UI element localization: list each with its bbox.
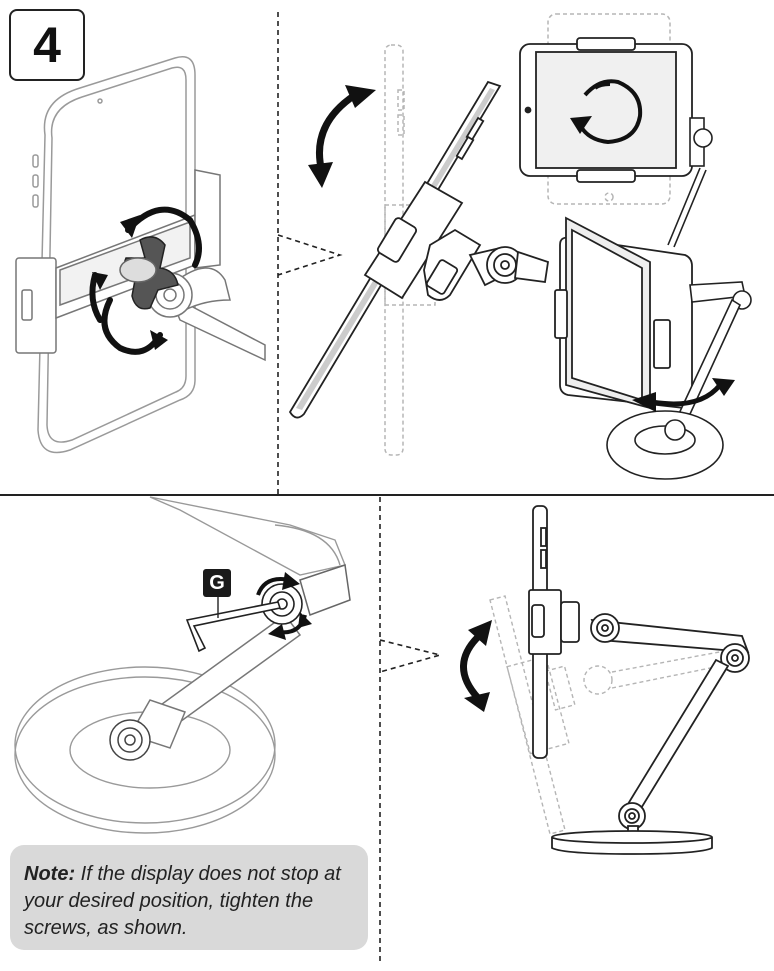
panel2-arm — [468, 246, 550, 287]
panel1-clamp — [15, 169, 221, 354]
callout-g-badge: G — [203, 569, 231, 597]
panel3-arrowhead-1 — [282, 572, 300, 590]
panel3-arrowhead-2 — [268, 624, 286, 640]
panel2-landscape-arm — [667, 117, 713, 248]
panel3-bottom-joint — [109, 719, 151, 761]
panel2-landscape-rotate-arrowhead — [570, 116, 592, 134]
panel2-clamp — [363, 180, 482, 301]
panel2-swivel-arrowhead-left — [632, 392, 656, 412]
panel1-knob — [119, 236, 179, 310]
panel2-swivel-arrow — [651, 383, 722, 407]
panel4-arrowhead-top — [468, 620, 492, 646]
panel4-base — [551, 830, 713, 855]
panel4-tilt-arrow — [460, 631, 484, 702]
panel3-base — [14, 666, 276, 834]
callout-g-label: G — [209, 571, 225, 594]
panel3-upper-arm — [149, 496, 346, 576]
zoom-line-bottom — [379, 639, 444, 673]
panel2-tilt-arrowhead-top — [345, 85, 376, 108]
panel2-landscape-rotate-arrow — [578, 79, 643, 145]
panel1-rotate-arrows — [89, 206, 202, 355]
panel2-stand-arm — [606, 281, 752, 480]
step-number-badge: 4 — [9, 9, 85, 81]
zoom-line-top — [277, 234, 343, 276]
panel3-arrowhead-3 — [298, 612, 312, 628]
panel4-clamp — [528, 589, 580, 655]
panel1-arm — [147, 267, 266, 362]
panel2-swivel-arrowhead-right — [712, 378, 735, 396]
note-box: Note: If the display does not stop at yo… — [10, 845, 368, 950]
panel2-tilt-arrow — [315, 91, 359, 176]
panel3-allen-key — [185, 601, 282, 653]
panel2-tilt-arrowhead-bottom — [308, 162, 333, 188]
note-text: If the display does not stop at your des… — [24, 863, 341, 939]
panel4-arrowhead-bottom — [464, 692, 490, 712]
panel2-tablet-landscape — [519, 37, 693, 183]
note-label: Note: — [24, 863, 76, 885]
panel2-stand-tablet — [554, 216, 693, 410]
step-number: 4 — [33, 17, 61, 73]
panel4-upper-arm — [590, 613, 750, 673]
panel1-arrowheads — [92, 215, 168, 350]
panel3-elbow — [299, 564, 351, 616]
panel4-lower-arm — [618, 658, 730, 839]
